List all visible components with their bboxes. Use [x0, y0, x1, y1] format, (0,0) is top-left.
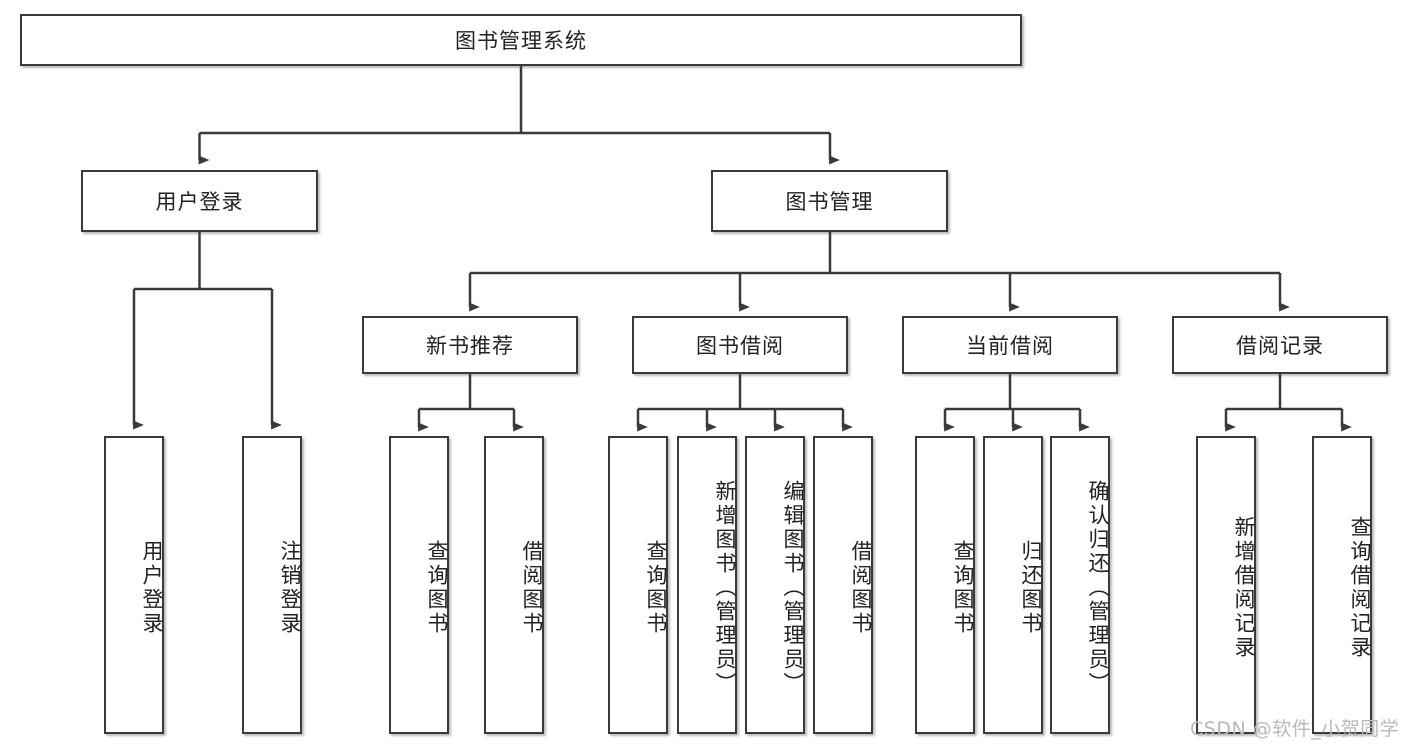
node-current-borrow-label: 当前借阅 — [966, 334, 1054, 358]
node-book-manage-label: 图书管理 — [785, 190, 874, 214]
node-book-borrow[interactable]: 图书借阅 — [632, 316, 848, 374]
node-leaf-query-record[interactable]: 查询借阅记录 — [1312, 436, 1372, 734]
node-borrow-record[interactable]: 借阅记录 — [1172, 316, 1388, 374]
node-leaf-confirm-return-label: 确认归还（管理员） — [1086, 480, 1110, 696]
node-leaf-add-book[interactable]: 新增图书（管理员） — [677, 436, 737, 734]
node-leaf-add-book-label: 新增图书（管理员） — [713, 480, 737, 696]
node-book-borrow-label: 图书借阅 — [696, 334, 784, 358]
node-leaf-query-book-1-label: 查询图书 — [425, 540, 449, 636]
node-leaf-query-book-3[interactable]: 查询图书 — [915, 436, 975, 734]
node-leaf-edit-book[interactable]: 编辑图书（管理员） — [745, 436, 805, 734]
node-leaf-return-book[interactable]: 归还图书 — [983, 436, 1043, 734]
node-book-manage[interactable]: 图书管理 — [711, 170, 948, 232]
node-leaf-add-record-label: 新增借阅记录 — [1232, 516, 1256, 660]
node-new-book-rec-label: 新书推荐 — [426, 334, 514, 358]
node-root-label: 图书管理系统 — [455, 29, 587, 53]
node-leaf-query-book-3-label: 查询图书 — [951, 540, 975, 636]
node-leaf-return-book-label: 归还图书 — [1019, 540, 1043, 636]
node-leaf-borrow-book-1[interactable]: 借阅图书 — [484, 436, 544, 734]
node-leaf-user-login[interactable]: 用户登录 — [104, 436, 164, 734]
node-root[interactable]: 图书管理系统 — [20, 14, 1022, 66]
node-leaf-add-record[interactable]: 新增借阅记录 — [1196, 436, 1256, 734]
node-user-login[interactable]: 用户登录 — [81, 170, 318, 232]
node-leaf-borrow-book-2-label: 借阅图书 — [849, 540, 873, 636]
node-current-borrow[interactable]: 当前借阅 — [902, 316, 1118, 374]
node-leaf-query-book-1[interactable]: 查询图书 — [389, 436, 449, 734]
node-borrow-record-label: 借阅记录 — [1236, 334, 1324, 358]
node-leaf-borrow-book-1-label: 借阅图书 — [520, 540, 544, 636]
node-leaf-query-record-label: 查询借阅记录 — [1348, 516, 1372, 660]
node-leaf-logout[interactable]: 注销登录 — [242, 436, 302, 734]
node-leaf-query-book-2[interactable]: 查询图书 — [608, 436, 668, 734]
node-leaf-confirm-return[interactable]: 确认归还（管理员） — [1050, 436, 1110, 734]
csdn-watermark: CSDN @软件_小贺同学 — [1190, 718, 1400, 740]
node-leaf-query-book-2-label: 查询图书 — [644, 540, 668, 636]
node-leaf-borrow-book-2[interactable]: 借阅图书 — [813, 436, 873, 734]
node-user-login-label: 用户登录 — [155, 190, 244, 214]
node-leaf-user-login-label: 用户登录 — [140, 540, 164, 636]
node-new-book-rec[interactable]: 新书推荐 — [362, 316, 578, 374]
node-leaf-logout-label: 注销登录 — [278, 540, 302, 636]
node-leaf-edit-book-label: 编辑图书（管理员） — [781, 480, 805, 696]
